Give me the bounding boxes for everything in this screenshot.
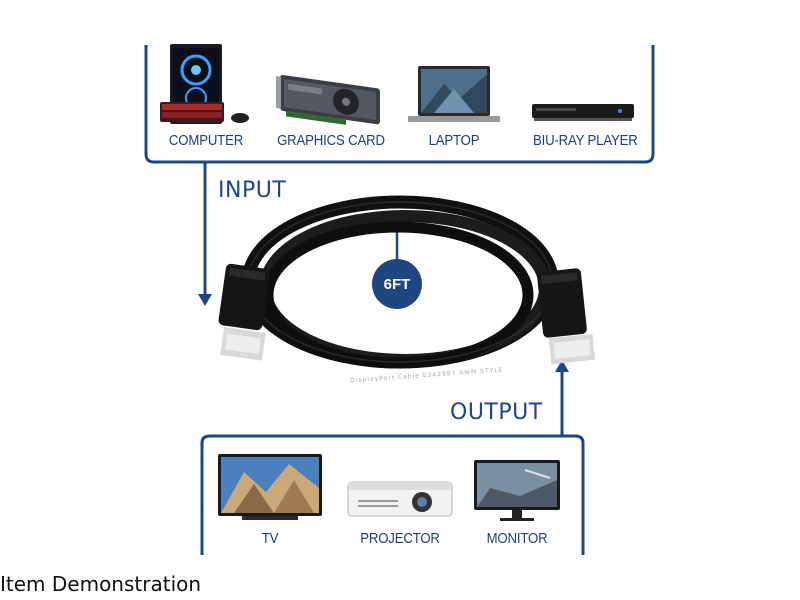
tv-icon — [218, 454, 322, 520]
device-label-graphics-card: GRAPHICS CARD — [277, 132, 385, 149]
displayport-cable — [218, 195, 596, 369]
length-badge: 6FT — [372, 259, 422, 309]
device-label-projector: PROJECTOR — [360, 530, 440, 547]
bluray-player-icon — [532, 104, 634, 121]
output-bracket — [200, 434, 585, 555]
output-arrow-head — [555, 360, 569, 372]
right-connector — [537, 268, 596, 365]
input-label: INPUT — [218, 178, 287, 203]
monitor-icon — [474, 460, 560, 521]
device-label-bluray-player: BIU-RAY PLAYER — [532, 132, 638, 149]
left-connector — [218, 263, 270, 361]
input-bracket — [144, 45, 655, 164]
computer-tower-icon — [160, 44, 249, 124]
graphics-card-icon — [276, 74, 380, 125]
image-caption: Item Demonstration — [0, 572, 202, 596]
device-label-computer: COMPUTER — [168, 132, 244, 149]
device-label-monitor: MONITOR — [486, 530, 548, 547]
input-arrow-head — [198, 294, 212, 306]
device-label-laptop: LAPTOP — [428, 132, 480, 149]
laptop-icon — [408, 66, 500, 122]
projector-icon — [347, 481, 453, 517]
output-label: OUTPUT — [450, 400, 543, 425]
device-label-tv: TV — [261, 530, 279, 547]
